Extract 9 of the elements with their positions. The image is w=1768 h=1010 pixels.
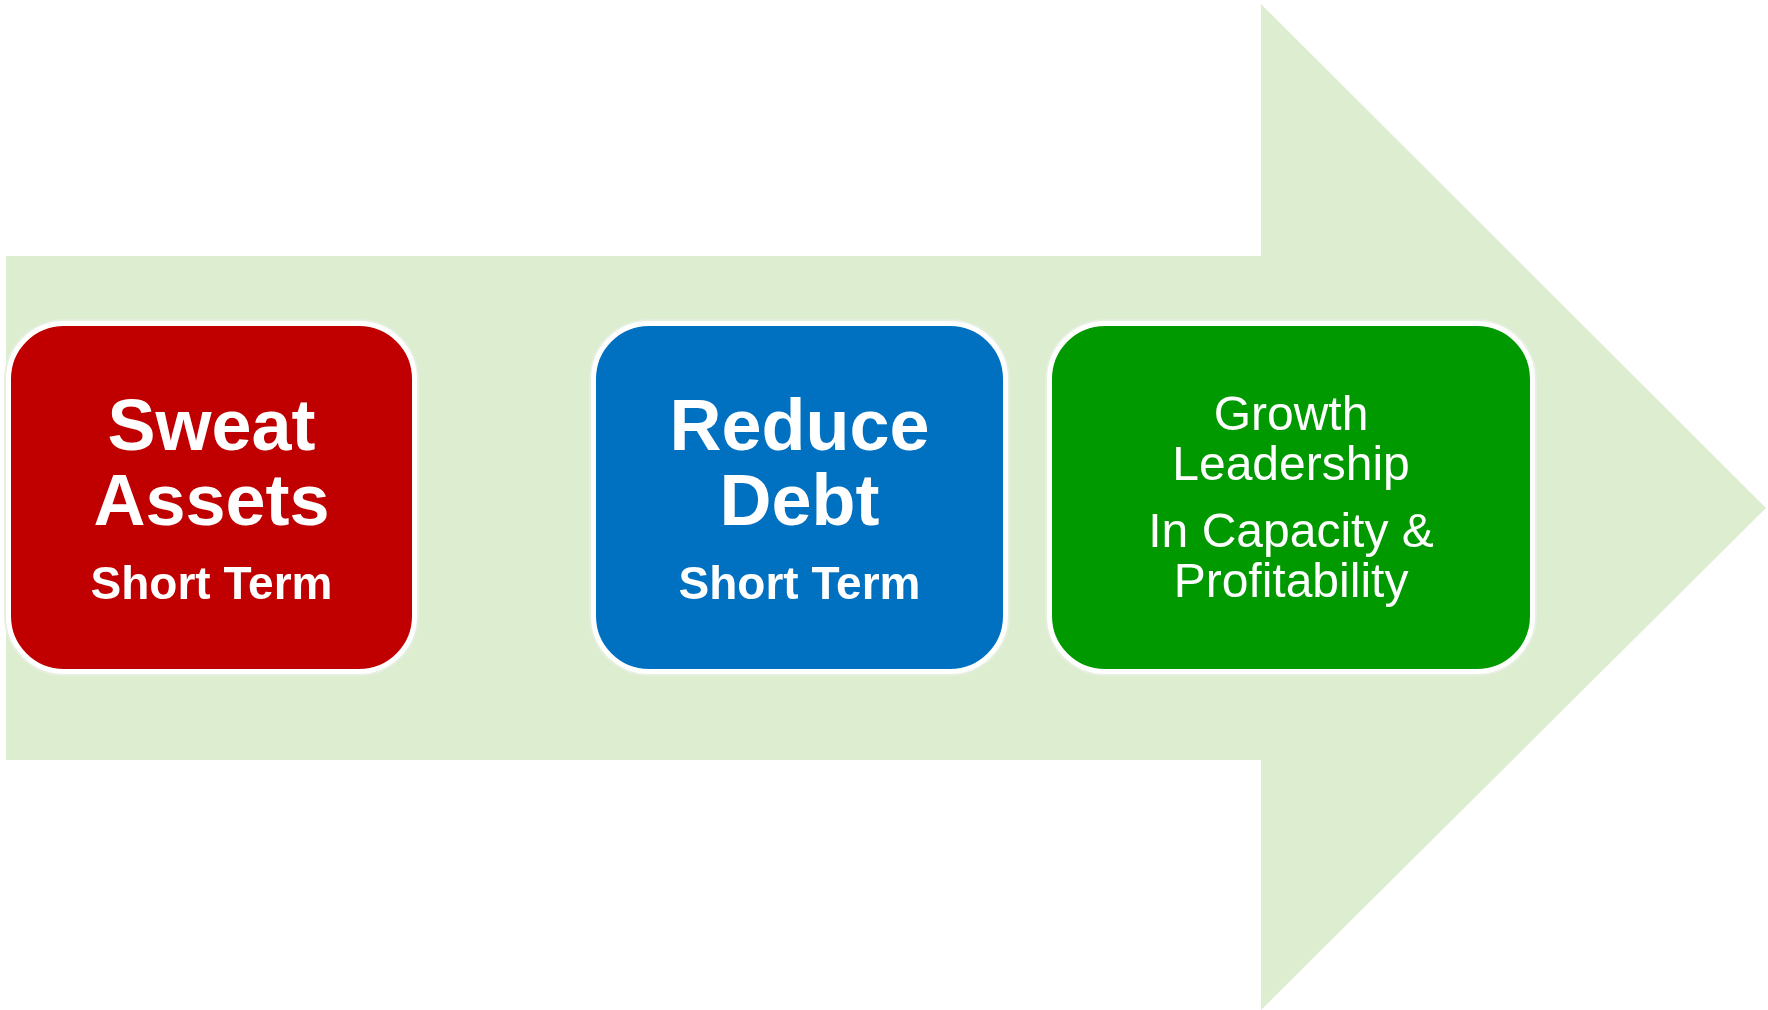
step-box: [591, 321, 1008, 674]
step-box: [6, 321, 417, 674]
step-box: [1047, 321, 1535, 674]
step-subtitle: Short Term: [678, 558, 921, 608]
step-subtitle: Short Term: [90, 558, 333, 608]
step-subtitle: In Capacity & Profitability: [1147, 505, 1435, 607]
step-title: Growth Leadership: [1171, 388, 1411, 490]
step-title: Reduce Debt: [668, 387, 931, 539]
step-title: Sweat Assets: [92, 387, 331, 539]
